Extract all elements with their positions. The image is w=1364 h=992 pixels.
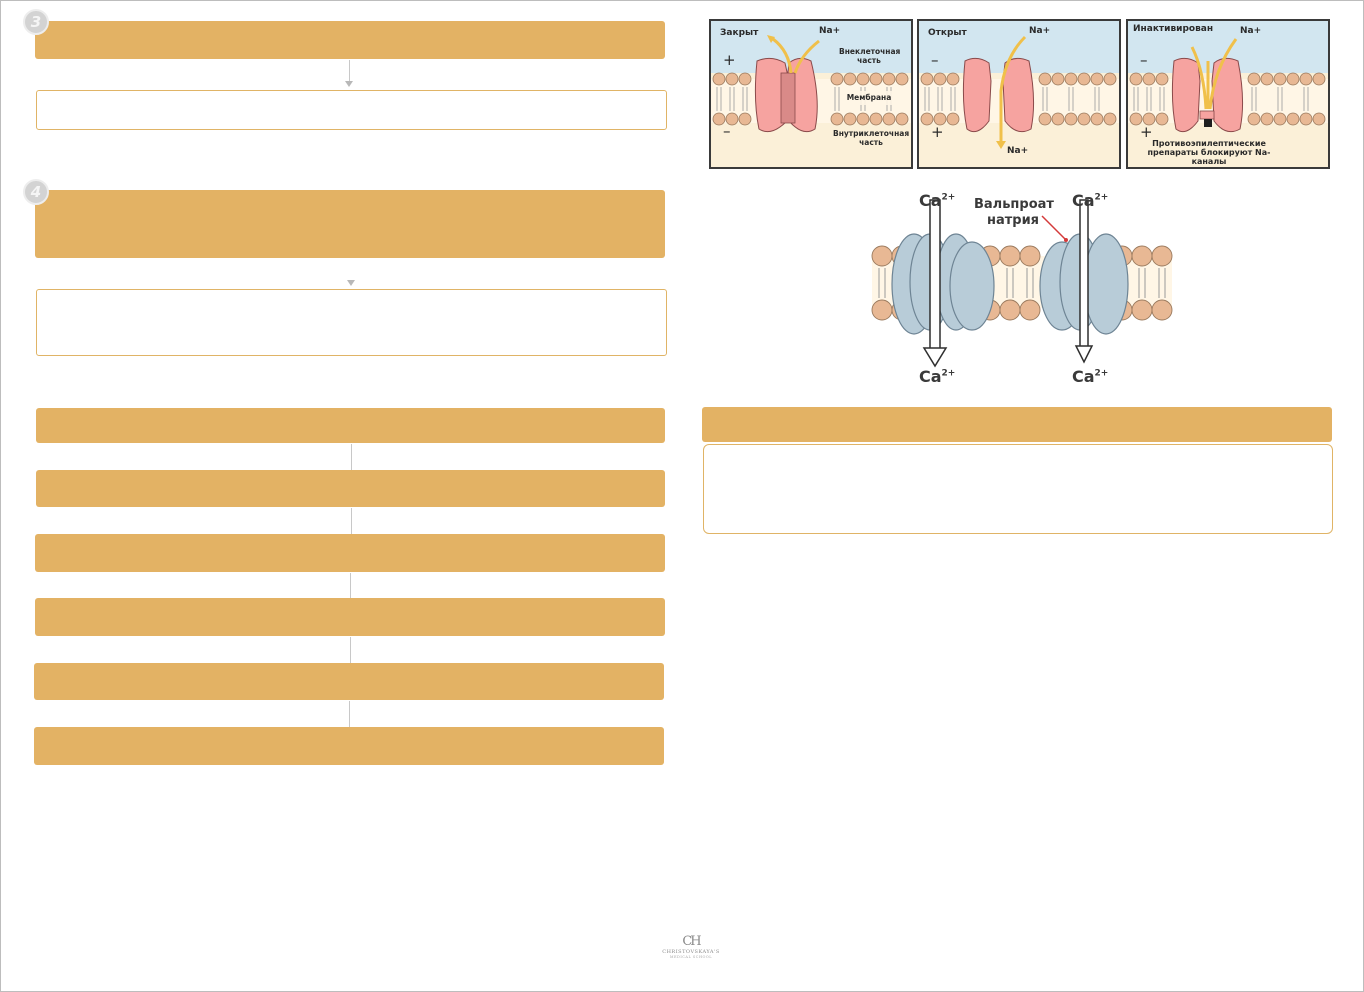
logo-line1: CHRISTOVSKAYA'S: [662, 949, 720, 955]
chain-box-2: [36, 470, 665, 507]
ca-channel-membrane: [871, 199, 1173, 368]
school-logo: CH CHRISTOVSKAYA'S MEDICAL SCHOOL: [660, 934, 722, 959]
right-answer-box: [703, 444, 1333, 534]
na-panel-inactivated: Инактивирован Na+ – + Противоэпилептичес…: [1126, 19, 1330, 169]
step4-header-box: [35, 190, 665, 258]
chain-box-5: [34, 663, 664, 700]
step3-connector: [349, 60, 350, 82]
state-label-closed: Закрыт: [720, 28, 759, 38]
chain-box-3: [35, 534, 665, 572]
extracellular-label: Внеклеточная часть: [839, 47, 901, 65]
chain-box-4: [35, 598, 665, 636]
step3-answer-box: [36, 90, 667, 130]
chain-box-6: [34, 727, 664, 765]
state-label-inactivated: Инактивирован: [1133, 24, 1214, 34]
ca-ion-label-bottom-left: Ca2+: [919, 367, 956, 386]
chain-connector-2: [351, 508, 352, 534]
state-label-open: Открыт: [928, 28, 967, 38]
chain-connector-4: [350, 637, 351, 663]
step4-badge: 4: [23, 179, 49, 205]
chain-connector-3: [350, 573, 351, 598]
step4-answer-box: [36, 289, 667, 356]
chain-connector-1: [351, 444, 352, 470]
right-header-box: [702, 407, 1332, 442]
charge-sign-top: –: [931, 51, 939, 69]
na-ion-label-bottom: Na+: [1007, 146, 1029, 156]
step4-arrow-icon: [347, 280, 355, 286]
ca-ion-label-bottom-right: Ca2+: [1072, 367, 1109, 386]
valproate-label: Вальпроат натрия: [974, 197, 1054, 228]
na-ion-label: Na+: [1240, 26, 1262, 36]
chain-connector-5: [349, 701, 350, 727]
membrane-bilayer: [711, 35, 911, 133]
membrane-bilayer: [919, 35, 1119, 149]
na-panel-closed: Закрыт Na+ + – Внеклеточная часть Мембра…: [709, 19, 913, 169]
intracellular-label: Внутриклеточная часть: [833, 129, 910, 147]
step3-header-box: [35, 21, 665, 59]
membrane-label: Мембрана: [846, 93, 892, 102]
ca-ion-label-top-left: Ca2+: [919, 191, 956, 210]
membrane-bilayer: [1128, 38, 1328, 133]
charge-sign-top: +: [723, 51, 736, 69]
chain-box-1: [36, 408, 665, 443]
na-panel-open: Открыт Na+ Na+ – +: [917, 19, 1121, 169]
charge-sign-bottom: +: [931, 123, 944, 141]
step3-arrow-icon: [345, 81, 353, 87]
na-ion-label-top: Na+: [1029, 26, 1051, 36]
charge-sign-bottom: +: [1140, 123, 1153, 141]
step3-badge: 3: [23, 9, 49, 35]
logo-line2: MEDICAL SCHOOL: [669, 955, 713, 959]
charge-sign-top: –: [1140, 51, 1148, 69]
charge-sign-bottom: –: [723, 122, 731, 140]
logo-monogram: CH: [682, 934, 701, 949]
antiepileptic-note: Противоэпилептические препараты блокирую…: [1147, 139, 1271, 166]
ca-ion-label-top-right: Ca2+: [1072, 191, 1109, 210]
na-ion-label: Na+: [819, 26, 841, 36]
